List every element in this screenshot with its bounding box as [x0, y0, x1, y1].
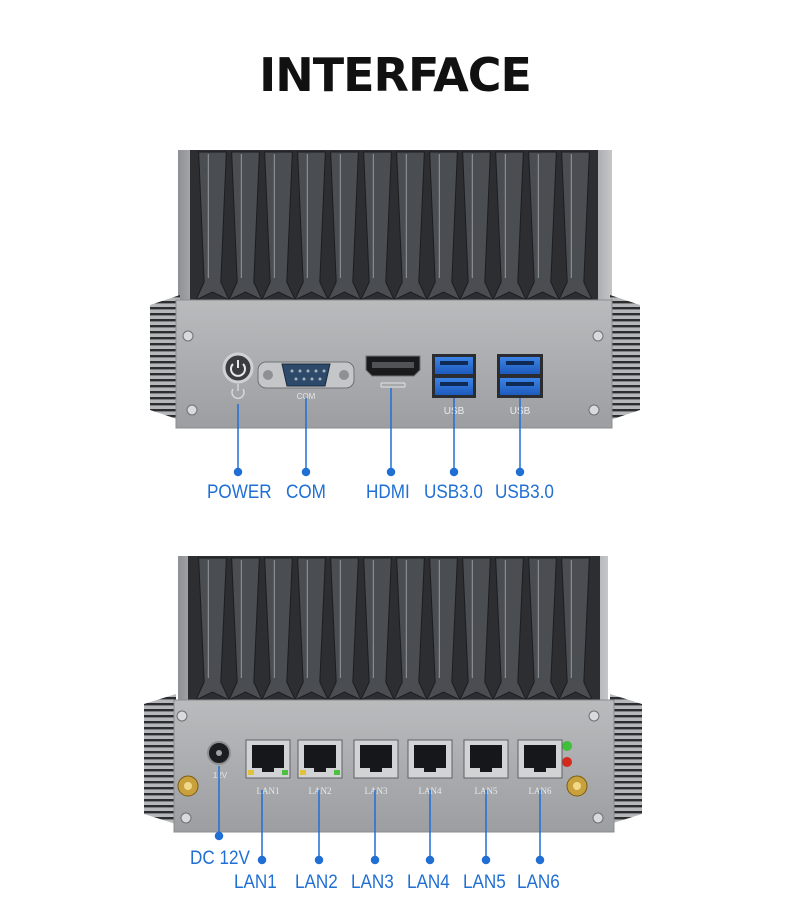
label-usb3-left: USB3.0	[424, 482, 483, 503]
lan-port-socket	[252, 745, 284, 772]
label-lan4: LAN4	[407, 872, 450, 893]
heatsink-fin	[260, 151, 297, 302]
lan-silkscreen: LAN2	[309, 786, 332, 796]
label-usb3-right: USB3.0	[495, 482, 554, 503]
front-panel-photo: COM USB USB	[150, 150, 640, 429]
usb-right-silkscreen: USB	[510, 406, 531, 417]
label-power: POWER	[207, 482, 272, 503]
heatsink-fin	[326, 557, 363, 702]
lan-silkscreen: LAN4	[419, 786, 442, 796]
heatsink-fin	[392, 151, 429, 302]
heatsink-fin	[458, 557, 495, 702]
lan-silkscreen: LAN5	[475, 786, 498, 796]
heatsink-fin	[524, 557, 561, 702]
heatsink-fin	[491, 151, 528, 302]
heatsink-fin	[458, 151, 495, 302]
lan-port-socket	[524, 745, 556, 772]
heatsink-fin	[359, 151, 396, 302]
heatsink-fin	[557, 557, 594, 702]
heatsink-fin	[293, 151, 330, 302]
lan-led	[300, 770, 306, 775]
lan-port-socket	[470, 745, 502, 772]
heatsink-fin	[524, 151, 561, 302]
lan-silkscreen: LAN6	[529, 786, 552, 796]
heatsink-fin	[557, 151, 594, 302]
heatsink-fin	[425, 557, 462, 702]
antenna-connector-right	[566, 775, 588, 797]
rear-panel-photo: 12V LAN1 LAN2 LAN3 LAN4 LAN5 LAN6	[144, 556, 642, 833]
label-lan5: LAN5	[463, 872, 506, 893]
heatsink-fin	[227, 557, 264, 702]
lan-port-socket	[360, 745, 392, 772]
com-silkscreen: COM	[297, 392, 316, 401]
label-lan2: LAN2	[295, 872, 338, 893]
heatsink-fin	[392, 557, 429, 702]
page-title: INTERFACE	[259, 48, 532, 102]
label-com: COM	[286, 482, 326, 503]
heatsink-fin	[359, 557, 396, 702]
lan-led	[334, 770, 340, 775]
lan-led	[248, 770, 254, 775]
lan-port-socket	[414, 745, 446, 772]
heatsink-fin	[194, 557, 231, 702]
heatsink-fin	[227, 151, 264, 302]
lan-led	[282, 770, 288, 775]
heatsink-fin	[260, 557, 297, 702]
heatsink-fin	[194, 151, 231, 302]
lan-silkscreen: LAN3	[365, 786, 388, 796]
lan-silkscreen: LAN1	[257, 786, 280, 796]
antenna-connector-left	[177, 775, 199, 797]
heatsink-fin	[326, 151, 363, 302]
heatsink-fin	[293, 557, 330, 702]
dc-silkscreen: 12V	[213, 771, 228, 780]
label-dc-12v: DC 12V	[190, 848, 250, 869]
heatsink-fin	[425, 151, 462, 302]
label-lan1: LAN1	[234, 872, 277, 893]
label-hdmi: HDMI	[366, 482, 410, 503]
lan-port-socket	[304, 745, 336, 772]
label-lan6: LAN6	[517, 872, 560, 893]
usb-left-silkscreen: USB	[444, 406, 465, 417]
label-lan3: LAN3	[351, 872, 394, 893]
heatsink-fin	[491, 557, 528, 702]
